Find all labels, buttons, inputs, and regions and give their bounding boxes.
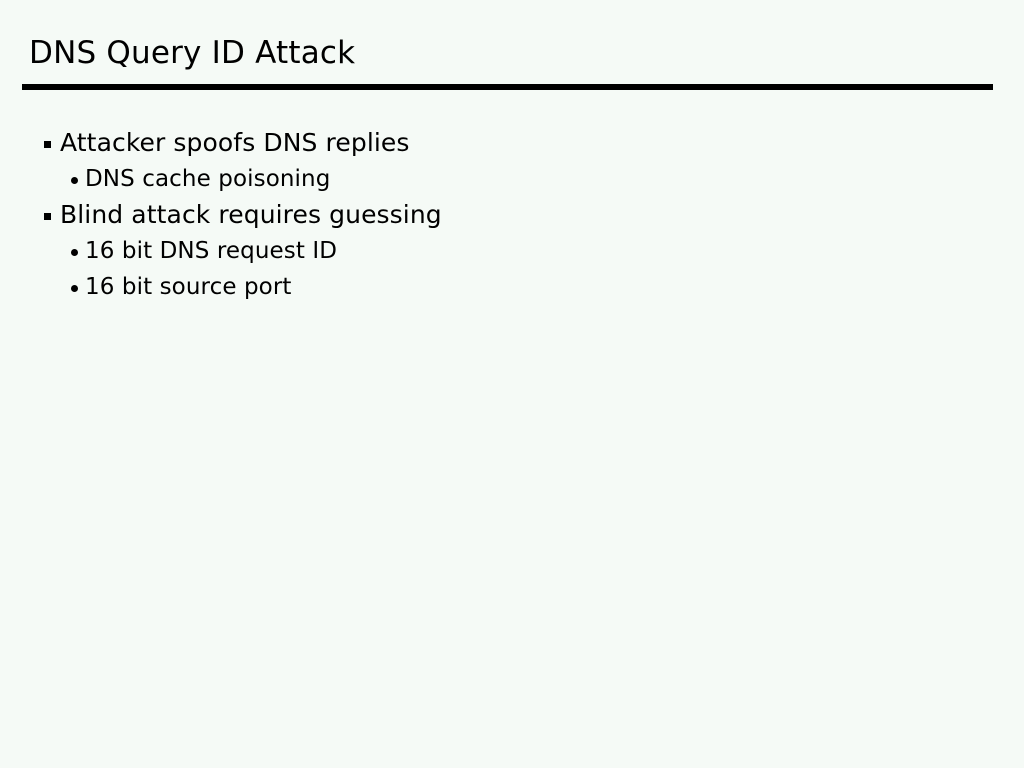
square-bullet-icon bbox=[44, 213, 51, 220]
list-item: 16 bit source port bbox=[0, 272, 1024, 308]
title-divider bbox=[22, 84, 993, 90]
round-bullet-icon bbox=[71, 249, 78, 256]
page-title: DNS Query ID Attack bbox=[29, 35, 356, 71]
round-bullet-icon bbox=[71, 177, 78, 184]
round-bullet-icon bbox=[71, 285, 78, 292]
list-item-label: 16 bit source port bbox=[85, 274, 292, 300]
list-item-label: 16 bit DNS request ID bbox=[85, 238, 338, 264]
list-item-label: Blind attack requires guessing bbox=[60, 200, 442, 229]
list-item: DNS cache poisoning bbox=[0, 164, 1024, 200]
list-item-label: Attacker spoofs DNS replies bbox=[60, 128, 410, 157]
list-item: 16 bit DNS request ID bbox=[0, 236, 1024, 272]
list-item: Attacker spoofs DNS replies bbox=[0, 128, 1024, 164]
square-bullet-icon bbox=[44, 141, 51, 148]
bullet-list: Attacker spoofs DNS replies DNS cache po… bbox=[0, 128, 1024, 308]
list-item: Blind attack requires guessing bbox=[0, 200, 1024, 236]
list-item-label: DNS cache poisoning bbox=[85, 166, 331, 192]
